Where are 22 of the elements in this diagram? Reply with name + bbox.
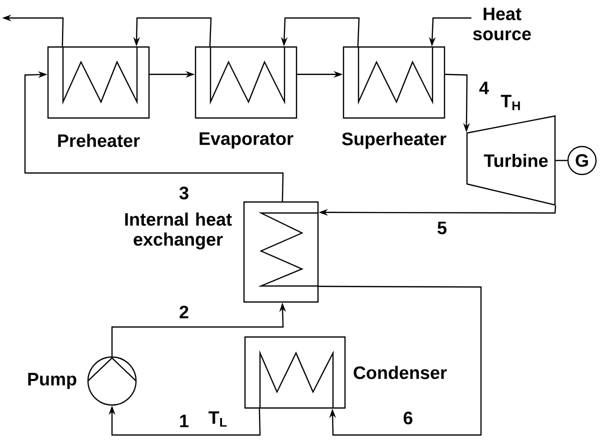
arrow xyxy=(318,286,482,436)
heat-exchanger-box: Superheater xyxy=(342,46,446,149)
source-label: Heat source xyxy=(473,8,531,40)
node-label: Superheater xyxy=(342,132,446,149)
node-label: Internal heat exchanger xyxy=(125,212,232,250)
edge-label: 4 xyxy=(478,80,490,96)
node-label: Condenser xyxy=(354,366,447,380)
line xyxy=(556,160,568,162)
heat-exchanger-box: Evaporator xyxy=(194,46,298,149)
edge-label: 5 xyxy=(436,220,448,236)
arrow xyxy=(24,71,284,202)
heat-exchanger-box: Internal heat exchanger xyxy=(125,201,319,303)
condenser-box: Condenser xyxy=(244,336,447,409)
heat-exchanger-box: Preheater xyxy=(47,46,150,148)
temperature-label: T$_{L}$ xyxy=(208,411,227,427)
node-label: Preheater xyxy=(58,134,140,148)
edge-label: 2 xyxy=(178,304,190,320)
edge-label: 6 xyxy=(402,410,414,426)
node-label: Evaporator xyxy=(200,132,294,149)
edge-label: 1 xyxy=(178,413,190,429)
temperature-label: T$_{H}$ xyxy=(500,94,520,110)
edge-label: 3 xyxy=(178,185,190,201)
